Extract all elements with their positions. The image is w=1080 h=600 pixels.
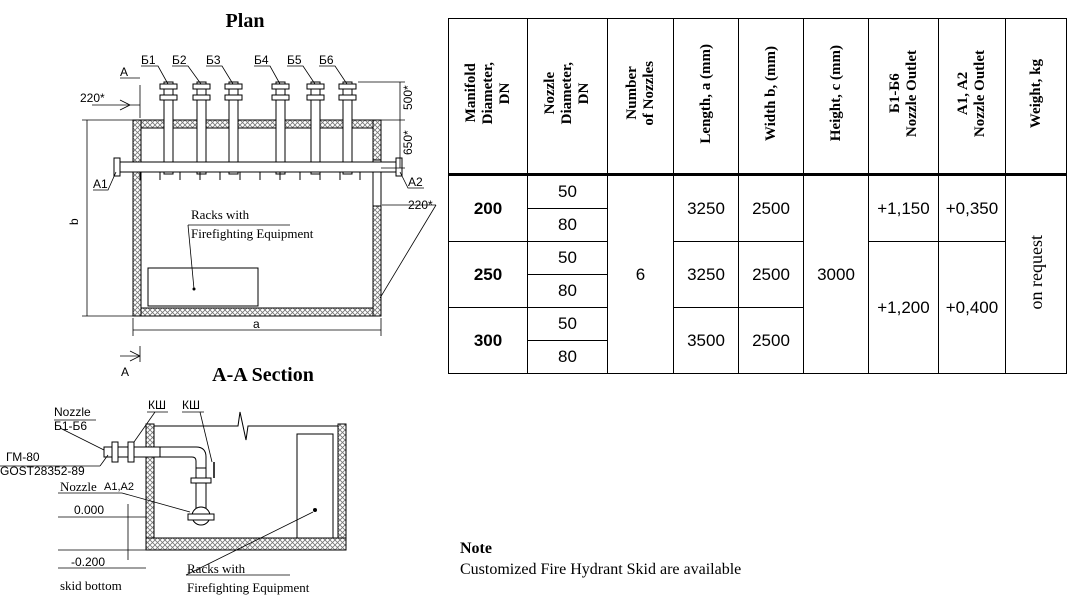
plan-dimensions — [82, 77, 437, 362]
dim-220-left: 220* — [80, 91, 105, 105]
dim-220-right: 220* — [408, 198, 433, 212]
nozzle-cell: 80 — [527, 340, 608, 374]
width-cell: 2500 — [738, 241, 804, 308]
plan-outlet-labels: Б1 Б2 Б3 Б4 Б5 Б6 A1 A2 — [93, 53, 424, 191]
section-racks-label-1: Racks with — [187, 561, 246, 576]
section-skid-bottom: skid bottom — [60, 578, 122, 593]
nozzle-cell: 50 — [527, 307, 608, 341]
outlet-a-cell: +0,400 — [938, 241, 1006, 374]
section-level-zero: 0.000 — [74, 503, 104, 517]
section-view: A-A Section — [0, 364, 347, 595]
nozzle-cell: 80 — [527, 208, 608, 242]
section-nozzle-a-label: Nozzle — [60, 479, 97, 494]
section-racks-label-2: Firefighting Equipment — [187, 580, 310, 595]
length-cell: 3250 — [673, 241, 739, 308]
header-height: Height, c (mm) — [803, 18, 869, 176]
section-ksh-1: КШ — [148, 398, 166, 412]
width-cell: 2500 — [738, 307, 804, 374]
height-cell: 3000 — [803, 174, 869, 374]
dim-650: 650* — [401, 130, 415, 155]
note-text: Customized Fire Hydrant Skid are availab… — [460, 561, 742, 578]
section-gost-label: GOST28352-89 — [0, 464, 85, 478]
nozzle-cell: 80 — [527, 274, 608, 308]
outlet-a-cell: +0,350 — [938, 174, 1006, 242]
outlet-label-a1: A1 — [93, 177, 108, 191]
table-row: 300 50 3500 2500 — [448, 307, 1067, 374]
section-mark-bottom: A — [121, 365, 129, 379]
section-gm-label: ГМ-80 — [6, 450, 40, 464]
header-width: Width b, (mm) — [738, 18, 804, 176]
dim-a: a — [253, 317, 260, 331]
outlet-label-b3: Б3 — [206, 53, 221, 67]
plan-title: Plan — [226, 10, 265, 32]
spec-table: Manifold Diameter, DN Nozzle Diameter, D… — [448, 18, 1067, 374]
plan-racks: Racks with Firefighting Equipment — [147, 207, 314, 307]
header-length: Length, a (mm) — [673, 18, 739, 176]
section-nozzle-a-range: A1,A2 — [104, 481, 134, 493]
drawings: Plan — [0, 10, 437, 595]
weight-cell: on request — [1005, 174, 1067, 374]
outlet-label-b5: Б5 — [287, 53, 302, 67]
length-cell: 3250 — [673, 174, 739, 242]
outlet-label-a2: A2 — [408, 175, 423, 189]
manifold-cell: 300 — [448, 307, 528, 374]
number-of-nozzles-cell: 6 — [607, 174, 674, 374]
section-ksh-2: КШ — [182, 398, 200, 412]
plan-racks-label-1: Racks with — [191, 207, 250, 222]
length-cell: 3500 — [673, 307, 739, 374]
outlet-b-cell: +1,150 — [868, 174, 939, 242]
plan-view: Plan — [67, 10, 437, 379]
section-leaders — [0, 411, 314, 576]
section-nozzle-b-label: Nozzle — [54, 405, 91, 419]
section-nozzle-b-range: Б1-Б6 — [54, 419, 87, 433]
outlet-label-b4: Б4 — [254, 53, 269, 67]
section-piping — [103, 441, 215, 526]
note-title: Note — [460, 540, 492, 557]
width-cell: 2500 — [738, 174, 804, 242]
section-title: A-A Section — [212, 364, 314, 386]
section-skid — [145, 411, 347, 551]
outlet-b-cell: +1,200 — [868, 241, 939, 374]
plan-manifold — [113, 157, 403, 180]
header-manifold: Manifold Diameter, DN — [448, 18, 528, 176]
table-row: 250 50 3250 2500 +1,200 +0,400 — [448, 241, 1067, 374]
manifold-cell: 200 — [448, 174, 528, 242]
table-row: 80 — [449, 340, 1067, 374]
dim-b: b — [67, 218, 81, 225]
plan-racks-label-2: Firefighting Equipment — [191, 226, 314, 241]
section-level-bottom: -0.200 — [71, 555, 105, 569]
outlet-label-b2: Б2 — [172, 53, 187, 67]
note-block: Note Customized Fire Hydrant Skid are av… — [460, 538, 741, 580]
header-outlet-b: Б1-Б6 Nozzle Outlet — [868, 18, 939, 176]
header-weight: Weight, kg — [1005, 18, 1067, 176]
section-mark-top: A — [120, 65, 128, 79]
manifold-cell: 250 — [448, 241, 528, 308]
plan-risers — [159, 81, 357, 175]
table-row: 200 50 6 3250 2500 3000 +1,150 +0,350 on… — [448, 174, 1067, 374]
header-nozzle-diameter: Nozzle Diameter, DN — [527, 18, 608, 176]
header-outlet-a: A1, A2 Nozzle Outlet — [938, 18, 1006, 176]
plan-skid-walls — [132, 119, 382, 317]
outlet-label-b1: Б1 — [141, 53, 156, 67]
nozzle-cell: 50 — [527, 174, 608, 209]
dim-500: 500* — [401, 85, 415, 110]
header-number-of-nozzles: Number of Nozzles — [607, 18, 674, 176]
nozzle-cell: 50 — [527, 241, 608, 275]
outlet-label-b6: Б6 — [319, 53, 334, 67]
weight-text: on request — [1025, 234, 1046, 310]
